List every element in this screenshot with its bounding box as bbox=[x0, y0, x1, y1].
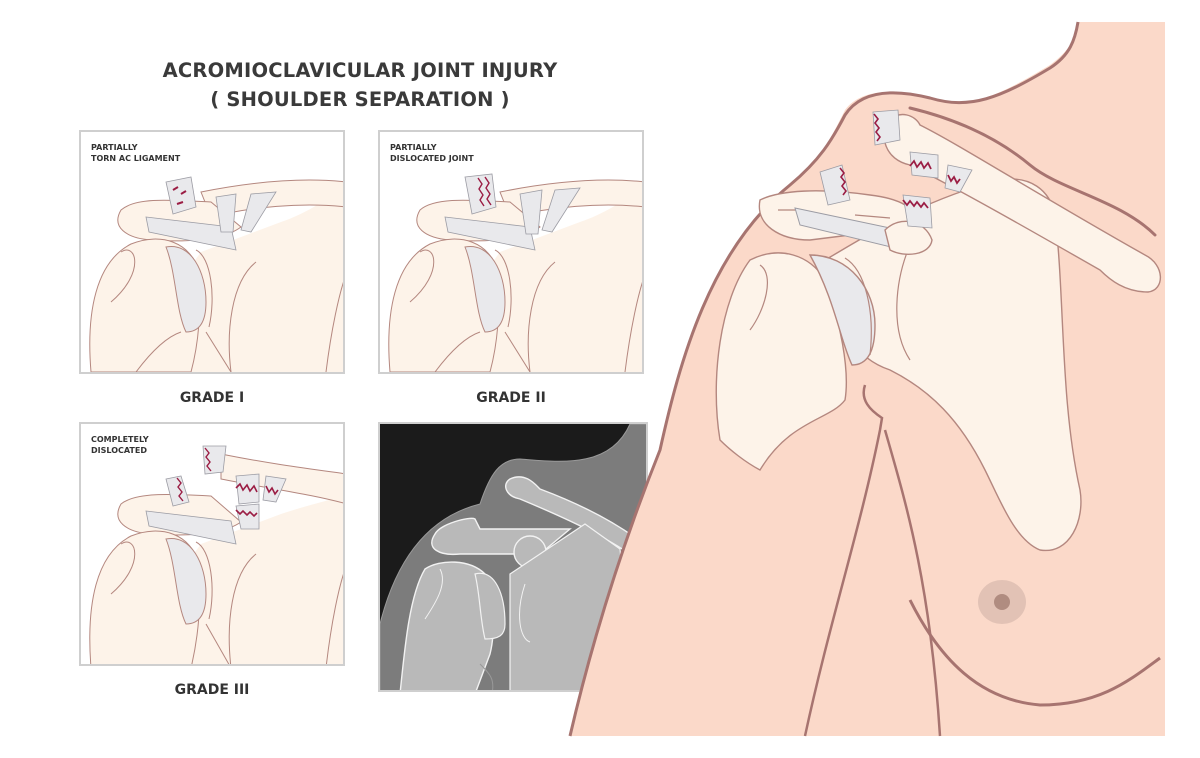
grade-1-illustration bbox=[89, 176, 343, 372]
shoulder-body-illustration bbox=[568, 21, 1165, 737]
nipple bbox=[994, 594, 1010, 610]
title-line-2: ( SHOULDER SEPARATION ) bbox=[210, 88, 510, 111]
grade-1-panel: PARTIALLY TORN AC LIGAMENT bbox=[79, 130, 345, 374]
grade-1-caption: PARTIALLY TORN AC LIGAMENT bbox=[91, 142, 180, 164]
grade-2-panel: PARTIALLY DISLOCATED JOINT bbox=[378, 130, 644, 374]
title-line-1: ACROMIOCLAVICULAR JOINT INJURY bbox=[162, 59, 558, 82]
grade-2-illustration bbox=[388, 173, 642, 372]
grade-2-caption: PARTIALLY DISLOCATED JOINT bbox=[390, 142, 474, 164]
caption-line-1: PARTIALLY bbox=[91, 143, 138, 152]
grade-3-illustration bbox=[89, 445, 343, 664]
caption-line-2: DISLOCATED JOINT bbox=[390, 154, 474, 163]
grade-3-caption: COMPLETELY DISLOCATED bbox=[91, 434, 149, 456]
caption-line-1: COMPLETELY bbox=[91, 435, 149, 444]
caption-line-1: PARTIALLY bbox=[390, 143, 437, 152]
grade-3-panel: COMPLETELY DISLOCATED bbox=[79, 422, 345, 666]
diagram-title: ACROMIOCLAVICULAR JOINT INJURY ( SHOULDE… bbox=[150, 56, 570, 114]
caption-line-2: DISLOCATED bbox=[91, 446, 147, 455]
grade-2-label: GRADE II bbox=[476, 390, 546, 406]
grade-1-label: GRADE I bbox=[179, 390, 245, 406]
caption-line-2: TORN AC LIGAMENT bbox=[91, 154, 181, 163]
grade-3-label: GRADE III bbox=[174, 682, 250, 698]
